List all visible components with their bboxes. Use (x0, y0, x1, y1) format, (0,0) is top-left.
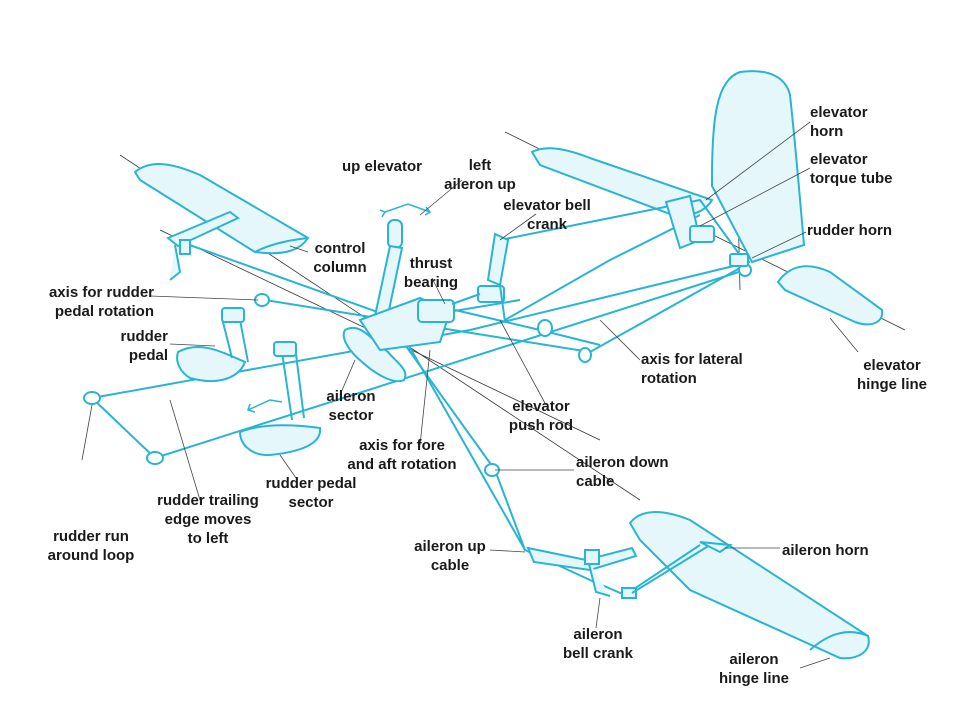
label-axis-rudder-pedal: axis for rudder pedal rotation (48, 284, 154, 320)
label-rudder-pedal-sector: rudder pedal sector (265, 475, 357, 511)
label-rudder-horn: rudder horn (807, 222, 892, 239)
label-aileron-sector: aileron sector (326, 388, 376, 424)
rudder (711, 70, 806, 264)
label-control-column: control column (313, 240, 367, 276)
right-aileron-bell-crank (526, 541, 733, 599)
elevator-bell-crank-assembly (451, 232, 510, 323)
label-left-aileron-up: left aileron up (444, 157, 516, 193)
label-elevator-hinge-line: elevator hinge line (856, 357, 927, 393)
label-axis-fore-aft: axis for fore and aft rotation (347, 437, 457, 473)
label-aileron-hinge-line: aileron hinge line (718, 651, 789, 687)
elevator-horn-assembly (664, 194, 749, 267)
label-rudder-trailing-edge: rudder trailing edge moves to left (157, 492, 259, 547)
label-elevator-torque-tube: elevator torque tube (810, 151, 893, 187)
label-rudder-run: rudder run around loop (47, 528, 135, 564)
elevator-right-half (776, 265, 884, 326)
pulleys (83, 263, 752, 477)
label-thrust-bearing: thrust bearing (403, 255, 459, 291)
label-aileron-down-cable: aileron down cable (576, 454, 669, 490)
rudder-pedals (176, 307, 322, 457)
label-elevator-bell-crank: elevator bell crank (503, 197, 591, 233)
label-aileron-horn: aileron horn (782, 542, 869, 559)
motion-arrows (247, 203, 432, 413)
label-up-elevator: up elevator (342, 158, 423, 175)
label-aileron-up-cable: aileron up cable (414, 538, 486, 574)
right-wing (628, 511, 870, 660)
leader-lines (81, 121, 859, 669)
left-wing (133, 163, 310, 255)
label-elevator-horn: elevator horn (810, 104, 868, 140)
label-aileron-bell-crank: aileron bell crank (562, 626, 634, 662)
label-axis-lateral-rotation: axis for lateral rotation (641, 351, 743, 387)
left-aileron-bell-crank (166, 210, 240, 281)
label-elevator-push-rod: elevator push rod (508, 398, 574, 434)
control-column-assembly (342, 219, 455, 383)
label-rudder-pedal: rudder pedal (120, 328, 168, 364)
